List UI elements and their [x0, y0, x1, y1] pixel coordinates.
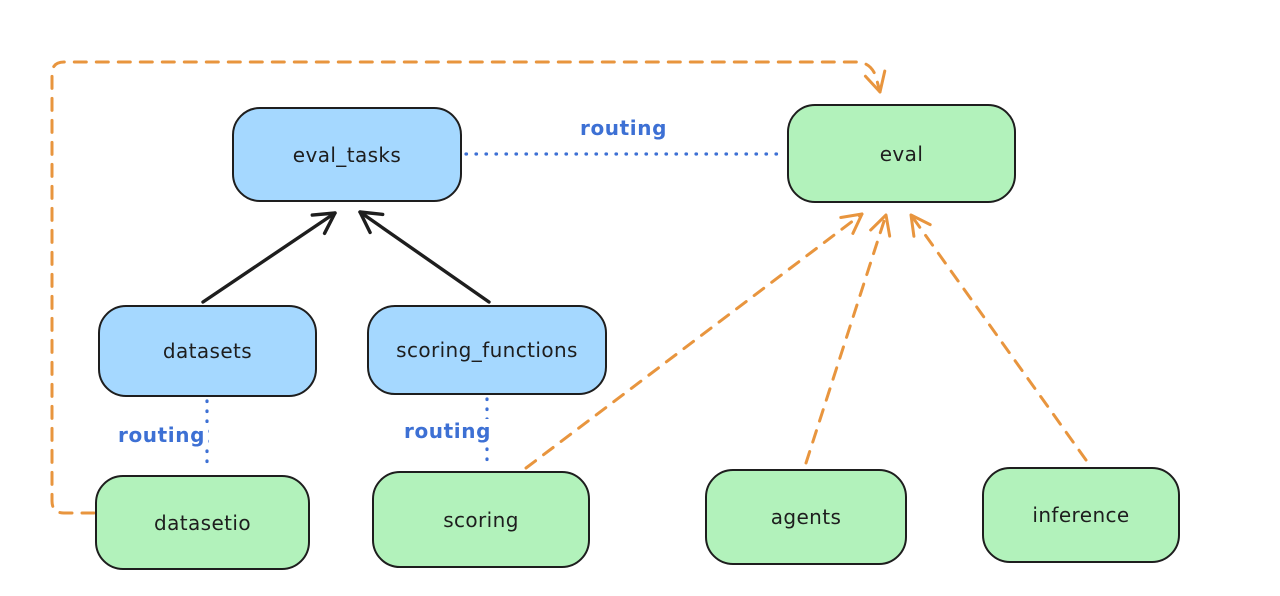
node-eval-tasks: eval_tasks: [232, 107, 462, 202]
edge-inference-to-eval: [909, 213, 1088, 462]
node-datasetio: datasetio: [95, 475, 310, 570]
node-eval: eval: [787, 104, 1016, 203]
edge-label-routing-left: routing: [115, 423, 209, 447]
edge-datasets-to-eval-tasks: [201, 211, 337, 304]
edge-datasetio-to-eval: [50, 60, 887, 515]
node-scoring-functions: scoring_functions: [367, 305, 607, 395]
edge-label-routing-middle: routing: [401, 419, 495, 443]
edge-scoring-functions-to-eval-tasks: [358, 210, 491, 304]
edge-agents-to-eval: [804, 213, 892, 465]
node-datasets: datasets: [98, 305, 317, 397]
edge-scoring-to-eval: [524, 212, 864, 470]
node-agents: agents: [705, 469, 907, 565]
edge-label-routing-top: routing: [577, 116, 671, 140]
node-scoring: scoring: [372, 471, 590, 568]
node-inference: inference: [982, 467, 1180, 563]
